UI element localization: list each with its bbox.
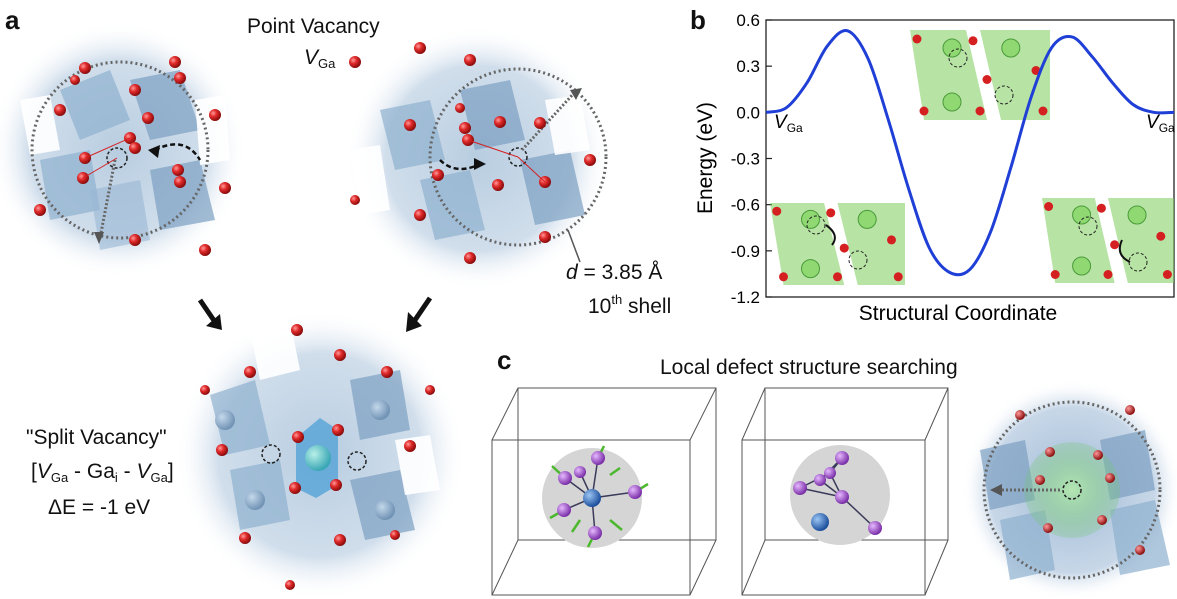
split-vacancy-title: "Split Vacancy"	[26, 426, 167, 449]
transition-arrows	[197, 296, 433, 332]
y-tick-label: 0.6	[736, 11, 760, 30]
formula-ga: - Ga	[68, 460, 115, 483]
chart-y-label: Energy (eV)	[694, 102, 717, 214]
formula-v1-sub: Ga	[50, 470, 69, 485]
panel-a-letter: a	[5, 5, 20, 35]
point-vacancy-title: Point Vacancy	[247, 15, 380, 38]
y-tick-label: -0.9	[731, 242, 760, 261]
y-tick-label: -1.2	[731, 288, 760, 307]
panel-c-letter: c	[497, 345, 512, 375]
y-tick-label: -0.3	[731, 150, 760, 169]
shell-suffix: th	[611, 292, 623, 307]
chart-vacancy-right-symbol: V	[1146, 112, 1161, 133]
vacancy-symbol-label: VGa	[304, 46, 335, 71]
formula-v1: V	[36, 460, 51, 483]
chart-vacancy-left-sub: Ga	[787, 121, 803, 135]
shell-distance-label: d = 3.85 Å	[566, 261, 662, 285]
structure-top-left	[0, 22, 246, 278]
chart-vacancy-left: VGa	[774, 112, 803, 135]
y-tick-label: 0.3	[736, 57, 760, 76]
formula-dash: -	[117, 460, 137, 483]
shell-distance-symbol: d	[566, 261, 578, 284]
chart-series	[765, 28, 1175, 277]
formula-ga-sub: i	[114, 470, 118, 485]
panel-c-structures	[491, 380, 1177, 599]
structure-split-vacancy	[175, 310, 465, 599]
supercell-relaxed	[741, 387, 949, 596]
inset-left	[770, 203, 905, 285]
shell-number: 10	[588, 295, 612, 318]
shell-distance-value: = 3.85 Å	[583, 261, 663, 284]
chart-insets	[770, 30, 1174, 285]
search-sphere-structure	[962, 380, 1177, 599]
chart-vacancy-left-symbol: V	[774, 112, 789, 133]
y-tick-label: 0.0	[736, 103, 760, 122]
inset-right	[1042, 198, 1174, 283]
inset-saddle	[910, 30, 1050, 120]
split-vacancy-formula: [VGa - Gai - VGa]	[31, 460, 174, 485]
formula-v2-sub: Ga	[150, 470, 168, 485]
formula-open-bracket: [	[31, 460, 37, 483]
panel-c-title: Local defect structure searching	[660, 356, 958, 379]
supercell-initial	[491, 387, 717, 596]
energy-chart: 0.6 0.3 0.0 -0.3 -0.6 -0.9 -1.2 Energy (eV) St…	[694, 11, 1175, 325]
chart-vacancy-right-sub: Ga	[1159, 121, 1175, 135]
panel-a-structures	[0, 22, 610, 599]
chart-vacancy-right: VGa	[1146, 112, 1175, 135]
energy-curve	[765, 28, 1175, 277]
shell-number-label: 10th shell	[588, 292, 671, 319]
chart-y-ticks: 0.6 0.3 0.0 -0.3 -0.6 -0.9 -1.2	[731, 11, 772, 307]
vacancy-subscript: Ga	[318, 56, 336, 71]
formula-v2: V	[136, 460, 151, 483]
structure-top-right	[346, 26, 610, 290]
chart-x-label: Structural Coordinate	[859, 302, 1057, 325]
formula-close-bracket: ]	[167, 460, 174, 483]
shell-word: shell	[628, 295, 672, 318]
delta-e-label: ΔE = -1 eV	[48, 496, 151, 519]
vacancy-symbol: V	[304, 46, 319, 69]
y-tick-label: -0.6	[731, 196, 760, 215]
panel-b-letter: b	[690, 5, 706, 35]
